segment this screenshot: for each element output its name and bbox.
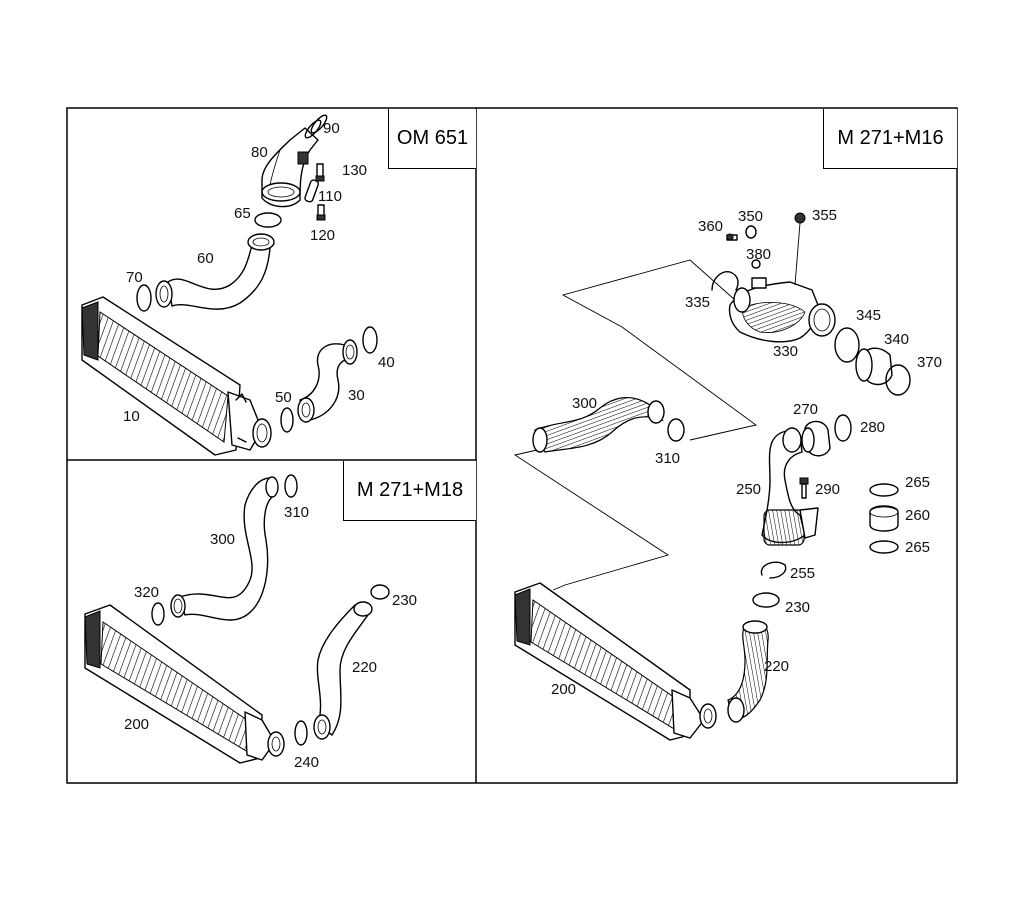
part-number: 90: [323, 120, 340, 137]
part-number: 130: [342, 162, 367, 179]
hose-part-30: [297, 339, 358, 423]
intercooler-part-200-right: [514, 582, 717, 741]
part-number: 320: [134, 584, 159, 601]
panel-m271-m16-drawing: [513, 212, 911, 741]
part-number: 290: [815, 481, 840, 498]
coupling-part-340: [855, 347, 893, 386]
part-number: 50: [275, 389, 292, 406]
ring-part-65: [254, 212, 282, 228]
ring-part-280: [834, 414, 852, 442]
part-number: 260: [905, 507, 930, 524]
part-number: 270: [793, 401, 818, 418]
panel-m271-m18-drawing: [84, 474, 390, 764]
diagram-frame: [66, 107, 958, 784]
elbow-part-80: [261, 127, 319, 208]
panel-om651-drawing: [81, 114, 378, 456]
part-number: 310: [284, 504, 309, 521]
part-number: 40: [378, 354, 395, 371]
ring-part-230-left: [370, 584, 390, 600]
ring-part-70: [136, 284, 152, 312]
part-number: 10: [123, 408, 140, 425]
part-number: 60: [197, 250, 214, 267]
part-number: 355: [812, 207, 837, 224]
assembly-leader-line: [561, 259, 758, 441]
part-number: 340: [884, 331, 909, 348]
ring-part-240: [294, 720, 308, 746]
ring-part-40: [362, 326, 378, 354]
part-number: 230: [392, 592, 417, 609]
part-number: 240: [294, 754, 319, 771]
part-number: 110: [318, 188, 342, 205]
part-number: 220: [764, 658, 789, 675]
clamps-part-265-260: [869, 483, 899, 554]
part-number: 280: [860, 419, 885, 436]
hose-part-300-left: [170, 476, 279, 621]
part-number: 360: [698, 218, 723, 235]
part-number: 370: [917, 354, 942, 371]
part-number: 250: [736, 481, 761, 498]
seal-part-90: [304, 114, 328, 139]
bolt-part-290: [799, 477, 809, 499]
hose-part-300-right: [532, 397, 665, 453]
bolts-part-110-120-130: [304, 163, 326, 221]
intercooler-part-10: [81, 296, 272, 456]
ring-part-310-left: [284, 474, 298, 498]
part-number: 30: [348, 387, 365, 404]
part-number: 255: [790, 565, 815, 582]
part-number: 230: [785, 599, 810, 616]
ring-part-230-right: [752, 592, 780, 608]
hose-part-60: [155, 233, 275, 310]
part-number: 345: [856, 307, 881, 324]
ring-part-345: [834, 327, 860, 363]
part-number: 265: [905, 474, 930, 491]
part-number: 120: [310, 227, 335, 244]
part-number: 380: [746, 246, 771, 263]
part-number: 80: [251, 144, 268, 161]
ring-part-320: [151, 602, 165, 626]
ring-part-310-right: [667, 418, 685, 442]
part-number: 200: [124, 716, 149, 733]
part-number: 330: [773, 343, 798, 360]
part-number: 70: [126, 269, 143, 286]
resonator-part-250: [761, 427, 819, 546]
hose-part-220-right: [727, 620, 769, 723]
ring-part-370: [885, 364, 911, 396]
panel-label-om651: OM 651: [388, 109, 476, 169]
housing-part-330: [728, 277, 836, 343]
panel-label-m271-m18: M 271+M18: [343, 461, 476, 521]
part-number: 300: [572, 395, 597, 412]
part-number: 310: [655, 450, 680, 467]
part-number: 335: [685, 294, 710, 311]
clip-part-255: [760, 561, 787, 579]
panel-label-m271-m16: M 271+M16: [823, 109, 957, 169]
small-parts-360-350-355-380-335: [711, 212, 806, 291]
ring-part-50: [280, 407, 294, 433]
part-number: 300: [210, 531, 235, 548]
part-number: 200: [551, 681, 576, 698]
hose-part-220-left: [313, 601, 373, 740]
part-number: 220: [352, 659, 377, 676]
intercooler-part-200-left: [84, 604, 285, 764]
coupling-part-270: [801, 420, 831, 457]
part-number: 265: [905, 539, 930, 556]
part-number: 65: [234, 205, 251, 222]
part-number: 350: [738, 208, 763, 225]
